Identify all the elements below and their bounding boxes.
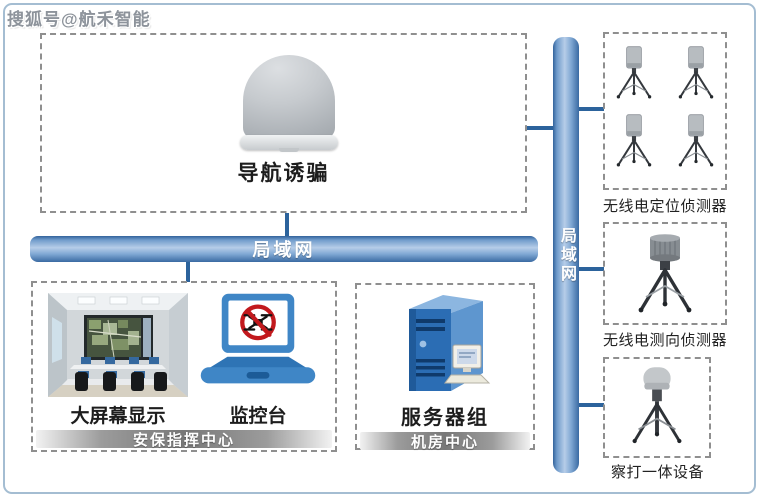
connector-vlan-to-direction <box>579 267 604 271</box>
direction-detector-label: 无线电测向侦测器 <box>602 332 727 349</box>
strike-device-box <box>603 357 711 458</box>
tripod-box-icon <box>673 42 719 104</box>
dome-foot <box>279 148 299 152</box>
control-room-icon <box>48 293 188 397</box>
dome-base <box>240 135 338 150</box>
server-tower-icon <box>409 295 491 391</box>
dome-body <box>243 55 335 139</box>
server-group-label: 服务器组 <box>401 407 489 429</box>
tripod-box-icon <box>611 42 657 104</box>
tripod-cylinder-icon <box>629 230 701 318</box>
dome-antenna-icon <box>240 55 338 152</box>
connector-lan-to-command <box>186 262 190 282</box>
server-room-box: 服务器组 机房中心 <box>355 283 535 451</box>
connector-vlan-to-strike <box>579 403 604 407</box>
tripod-box-icon <box>611 110 657 172</box>
server-room-title-bar: 机房中心 <box>360 432 530 451</box>
console-label: 监控台 <box>229 406 287 427</box>
strike-device-label: 察打一体设备 <box>610 464 704 481</box>
connector-vlan-to-positioning <box>579 107 604 111</box>
tripod-dome-icon <box>623 365 691 451</box>
command-center-title-bar: 安保指挥中心 <box>36 430 332 449</box>
lan-horizontal-label: 局域网 <box>252 240 316 260</box>
big-screen-label: 大屏幕显示 <box>70 406 166 427</box>
lan-vertical-label: 局域网 <box>558 226 575 284</box>
lan-bar-vertical: 局域网 <box>553 37 579 473</box>
lan-bar-horizontal: 局域网 <box>30 236 538 262</box>
connector-decoy-to-lan <box>285 213 289 237</box>
tripod-box-icon <box>673 110 719 172</box>
connector-decoybox-to-vlan <box>527 126 553 130</box>
positioning-detector-grid <box>605 34 725 188</box>
laptop-no-drone-icon <box>200 293 316 384</box>
decoy-label: 导航诱骗 <box>237 162 330 185</box>
direction-detector-holder <box>605 224 725 323</box>
command-center-box: 大屏幕显示 监控台 安保指挥中心 <box>31 281 337 452</box>
strike-device-holder <box>605 359 709 456</box>
watermark: 搜狐号@航禾智能 <box>7 10 151 29</box>
positioning-detector-box <box>603 32 727 190</box>
direction-detector-box <box>603 222 727 325</box>
decoy-group-box: 导航诱骗 <box>40 33 527 213</box>
positioning-detector-label: 无线电定位侦测器 <box>602 198 727 215</box>
